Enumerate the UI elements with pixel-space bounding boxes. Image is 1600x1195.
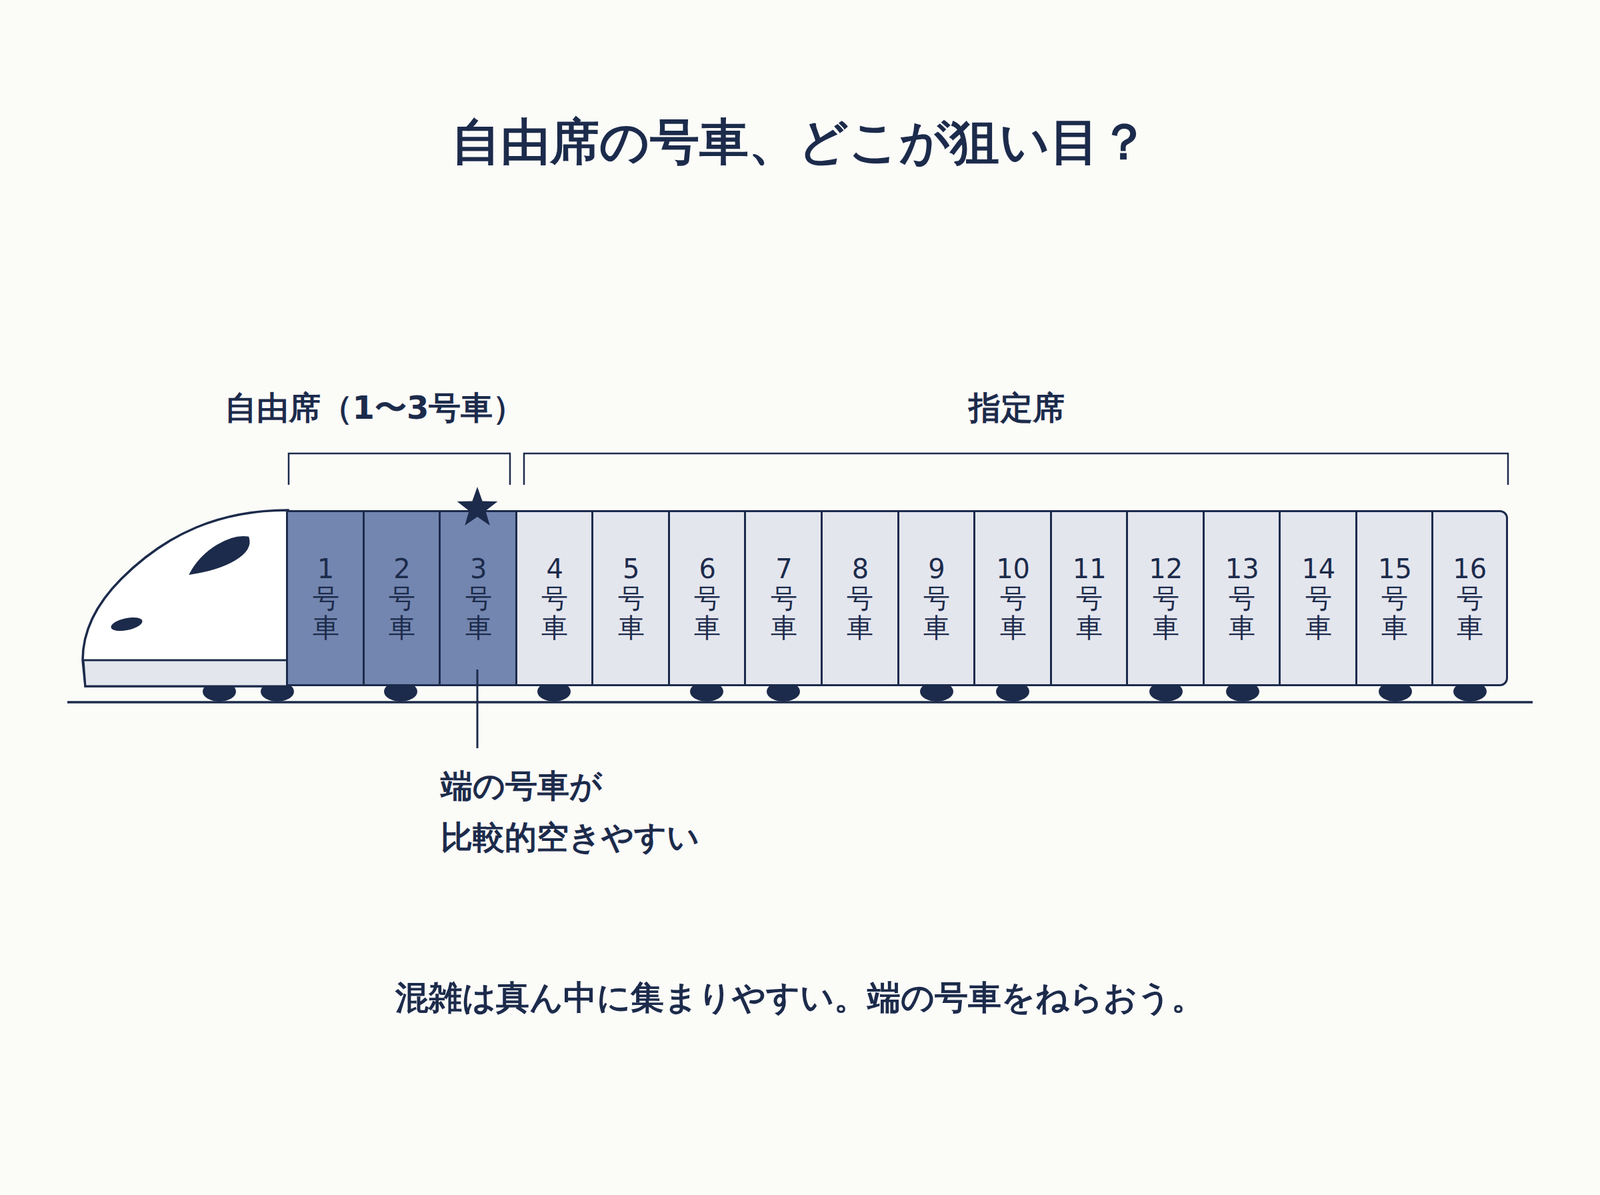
car-box: 15号車 [1355,510,1433,686]
car-number: 1号車 [307,554,345,642]
car-number: 8号車 [841,554,879,642]
car-number: 3号車 [460,554,498,642]
train-nose [82,510,288,686]
car-number: 13号車 [1223,554,1261,642]
bracket [288,453,510,485]
car-number: 6号車 [688,554,726,642]
nose-stripe [83,660,288,686]
train-light [110,614,144,634]
car-number: 12号車 [1147,554,1185,642]
car-number: 11号車 [1070,554,1108,642]
car-number: 15号車 [1376,554,1414,642]
group-label: 指定席 [968,386,1065,430]
car-box: 3号車 [438,510,516,686]
car-box: 1号車 [286,510,364,686]
rail-line [67,700,1533,704]
caption: 混雑は真ん中に集まりやすい。端の号車をねらおう。 [395,975,1205,1020]
car-box: 14号車 [1278,510,1356,686]
car-number: 5号車 [612,554,650,642]
car-box: 2号車 [362,510,440,686]
car-box: 10号車 [973,510,1051,686]
group-label: 自由席（1〜3号車） [224,386,526,430]
callout-note: 端の号車が 比較的空きやすい [440,760,716,863]
car-box: 8号車 [820,510,898,686]
car-box: 13号車 [1202,510,1280,686]
car-number: 14号車 [1300,554,1338,642]
car-box: 5号車 [591,510,669,686]
car-box: 7号車 [744,510,822,686]
car-number: 7号車 [765,554,803,642]
car-number: 4号車 [536,554,574,642]
title: 自由席の号車、どこが狙い目？ [451,109,1149,176]
car-box: 4号車 [515,510,593,686]
car-box: 12号車 [1126,510,1204,686]
car-number: 10号車 [994,554,1032,642]
bracket [524,453,1508,485]
car-number: 16号車 [1451,554,1489,642]
car-box: 6号車 [668,510,746,686]
car-box: 16号車 [1431,510,1508,686]
car-number: 2号車 [383,554,421,642]
car-box: 11号車 [1050,510,1128,686]
train-window [190,537,249,574]
car-number: 9号車 [918,554,956,642]
car-box: 9号車 [897,510,975,686]
